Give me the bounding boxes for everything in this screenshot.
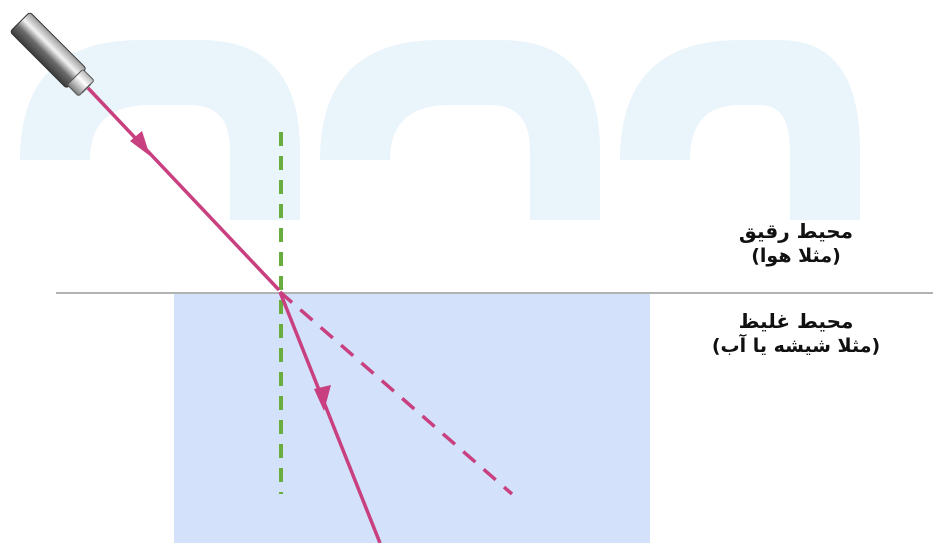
dense-medium-label: محیط غلیظ (مثلا شیشه یا آب): [666, 309, 926, 358]
rare-medium-name: محیط رقیق: [738, 219, 854, 243]
refracted-ray: [278, 291, 382, 543]
dense-medium-example: (مثلا شیشه یا آب): [711, 335, 881, 357]
refracted-ray-arrow: [314, 385, 331, 411]
incident-ray: [86, 86, 281, 292]
laser-icon: [10, 12, 94, 96]
dense-medium-block: [174, 294, 650, 543]
incident-ray-arrow: [130, 131, 150, 156]
unrefracted-path-dashed: [278, 290, 514, 496]
rare-medium-label: محیط رقیق (مثلا هوا): [666, 219, 926, 268]
dense-medium-name: محیط غلیظ: [738, 309, 854, 333]
watermark-logo: [20, 40, 860, 220]
rare-medium-example: (مثلا هوا): [751, 245, 841, 267]
